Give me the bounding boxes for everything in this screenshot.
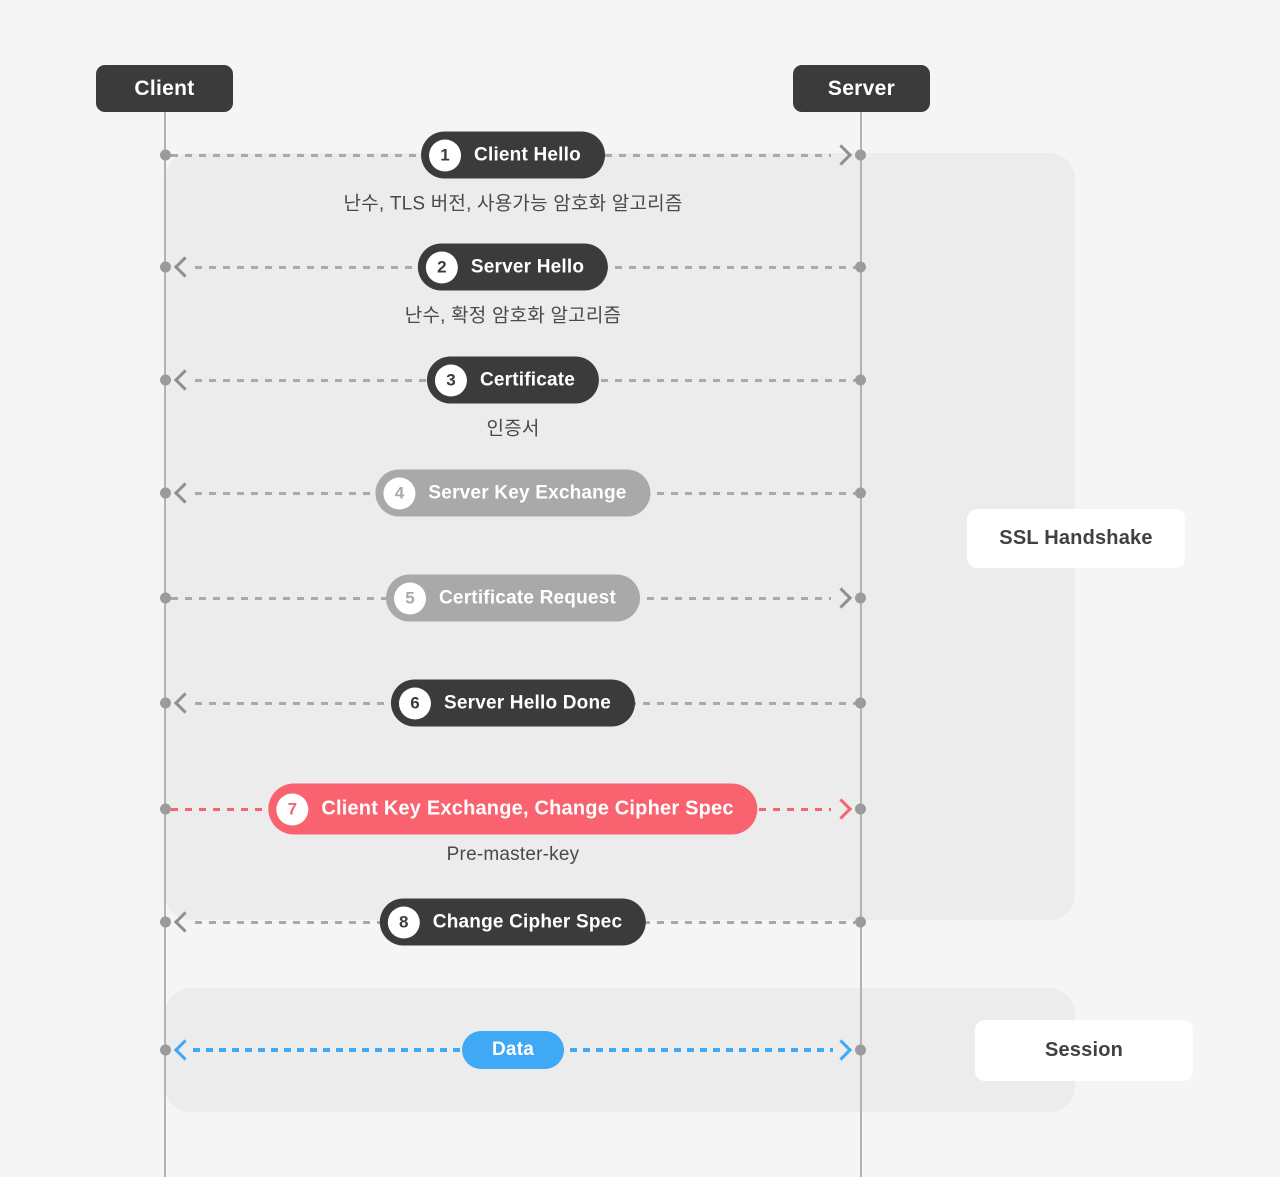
client-lifeline — [164, 112, 166, 1177]
step-number-badge: 7 — [276, 793, 309, 825]
message-label: Certificate — [479, 369, 576, 390]
message-label: Server Hello Done — [443, 692, 612, 713]
lifeline-dot — [855, 592, 866, 604]
server-lifeline — [860, 112, 862, 1177]
message-pill: 1 Client Hello — [421, 131, 605, 179]
message-pill: Data — [462, 1031, 564, 1069]
lifeline-dot — [160, 592, 171, 604]
message-pill: 4 Server Key Exchange — [375, 469, 651, 517]
message-pill: 7 Client Key Exchange, Change Cipher Spe… — [268, 783, 758, 835]
actor-client-label: Client — [96, 65, 233, 112]
actor-server-label: Server — [793, 65, 930, 112]
lifeline-dot — [160, 149, 171, 161]
message-label: Client Hello — [474, 144, 581, 165]
message-sublabel: 인증서 — [486, 418, 540, 440]
message-pill: 3 Certificate — [426, 356, 600, 404]
step-number-badge: 6 — [398, 687, 431, 719]
message-pill: 8 Change Cipher Spec — [379, 898, 647, 946]
lifeline-dot — [855, 261, 866, 273]
lifeline-dot — [855, 149, 866, 161]
message-sublabel: 난수, TLS 버전, 사용가능 암호화 알고리즘 — [343, 193, 683, 215]
lifeline-dot — [855, 487, 866, 499]
message-label: Server Hello — [470, 256, 585, 277]
message-label: Certificate Request — [439, 587, 616, 608]
lifeline-dot — [855, 803, 866, 815]
message-pill: 6 Server Hello Done — [390, 679, 636, 727]
step-number-badge: 1 — [429, 139, 462, 171]
lifeline-dot — [855, 1044, 866, 1056]
lifeline-dot — [160, 803, 171, 815]
lifeline-dot — [160, 1044, 171, 1056]
step-number-badge: 3 — [434, 364, 467, 396]
lifeline-dot — [855, 697, 866, 709]
ssl-handshake-group-label: SSL Handshake — [967, 509, 1185, 568]
lifeline-dot — [855, 916, 866, 928]
lifeline-dot — [160, 487, 171, 499]
message-sublabel: 난수, 확정 암호화 알고리즘 — [404, 305, 622, 327]
message-pill: 5 Certificate Request — [386, 574, 640, 622]
message-label: Change Cipher Spec — [432, 911, 623, 932]
step-number-badge: 2 — [425, 251, 458, 283]
lifeline-dot — [160, 916, 171, 928]
session-group-label: Session — [975, 1020, 1193, 1081]
message-label: Client Key Exchange, Change Cipher Spec — [321, 797, 734, 820]
message-label: Data — [492, 1039, 534, 1060]
step-number-badge: 5 — [394, 582, 427, 614]
step-number-badge: 8 — [387, 906, 420, 938]
message-label: Server Key Exchange — [428, 482, 627, 503]
message-sublabel: Pre-master-key — [446, 844, 580, 865]
lifeline-dot — [160, 374, 171, 386]
message-pill: 2 Server Hello — [417, 243, 609, 291]
lifeline-dot — [160, 697, 171, 709]
lifeline-dot — [160, 261, 171, 273]
step-number-badge: 4 — [383, 477, 416, 509]
lifeline-dot — [855, 374, 866, 386]
